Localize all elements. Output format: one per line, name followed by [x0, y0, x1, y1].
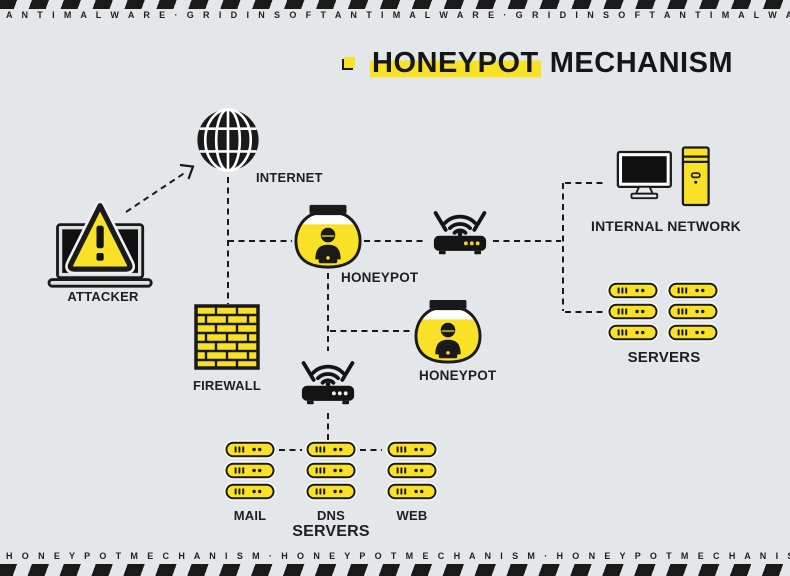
hazard-stripes-top: [0, 0, 790, 9]
server-icon: [384, 461, 440, 480]
server-stack-web: [384, 440, 440, 501]
internal-network-label: INTERNAL NETWORK: [591, 218, 741, 234]
hacker-in-jar-icon: [293, 203, 363, 271]
server-icon: [665, 323, 721, 342]
server-icon: [303, 461, 359, 480]
honeypot-main-label: HONEYPOT: [341, 270, 419, 285]
mail-label: MAIL: [233, 508, 267, 523]
server-icon: [222, 440, 278, 459]
honeypot-secondary-label: HONEYPOT: [419, 368, 497, 383]
server-icon: [222, 482, 278, 501]
server-icon: [605, 281, 661, 300]
server-icon: [605, 302, 661, 321]
firewall-label: FIREWALL: [192, 378, 262, 393]
hacker-in-jar-icon: [412, 299, 484, 365]
title-highlighted-word: HONEYPOT: [370, 47, 541, 79]
server-icon: [222, 461, 278, 480]
wifi-router-icon: [428, 202, 492, 256]
workstation-icon: [616, 146, 712, 208]
server-icon: [384, 482, 440, 501]
server-stack: [665, 281, 721, 342]
dmz-servers-label: SERVERS: [292, 523, 370, 540]
globe-icon: [193, 105, 263, 175]
internal-servers-label: SERVERS: [627, 349, 701, 366]
wifi-router-icon: [296, 352, 360, 406]
server-icon: [665, 281, 721, 300]
server-stack: [605, 281, 661, 342]
hazard-stripes-bottom: [0, 564, 790, 576]
title-bullet-square-icon: [344, 57, 355, 68]
server-stack-dns: [303, 440, 359, 501]
attacker-label: ATTACKER: [67, 289, 139, 304]
server-icon: [605, 323, 661, 342]
server-icon: [303, 440, 359, 459]
server-icon: [665, 302, 721, 321]
top-ticker-text: A N T I M A L W A R E · G R I D I N S O …: [6, 10, 790, 20]
laptop-warning-icon: [46, 200, 158, 289]
title-rest: MECHANISM: [549, 47, 734, 79]
server-stack-mail: [222, 440, 278, 501]
server-icon: [384, 440, 440, 459]
web-label: WEB: [396, 508, 428, 523]
arrowhead-icon: [179, 163, 195, 180]
brick-wall-icon: [194, 304, 260, 370]
internet-label: INTERNET: [256, 170, 323, 185]
bottom-ticker-text: H O N E Y P O T M E C H A N I S M · H O …: [6, 551, 790, 561]
dns-label: DNS: [316, 508, 346, 523]
server-icon: [303, 482, 359, 501]
